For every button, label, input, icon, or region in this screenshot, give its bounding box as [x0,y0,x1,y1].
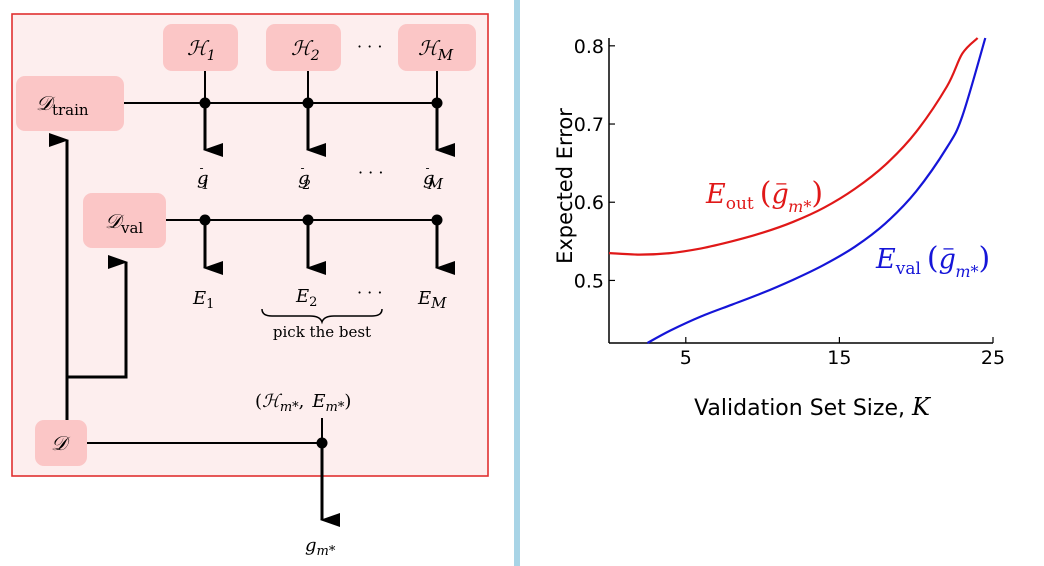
e2-label: E2 [295,286,317,310]
junction-dot [302,214,314,226]
x-tick-label: 25 [981,347,1005,369]
y-tick-label: 0.7 [574,114,604,136]
h2-box [266,24,341,71]
diagram-labels: ℋ1 ℋ2 ℋM · · · 𝒟train 𝒟val 𝒟 g-1 g-2 g-M… [36,36,454,559]
h1-label: ℋ1 [187,36,216,64]
y-tick-label: 0.8 [574,36,604,58]
chart-ticks: 5 15 25 0.5 0.6 0.7 0.8 [574,36,1005,369]
arrow-shafts [49,103,455,527]
validation-diagram: ℋ1 ℋ2 ℋM · · · 𝒟train 𝒟val 𝒟 g-1 g-2 g-M… [11,13,489,559]
gm-label: g-M [423,161,444,193]
d-to-val-arrow [67,255,128,379]
junction-dot [431,97,443,109]
d-val-box [83,193,166,248]
series-line-eout [608,37,979,256]
x-tick-label: 5 [680,347,692,369]
g2-label: g-2 [298,161,311,193]
g-ellipsis: · · · [358,163,383,182]
chart-series [608,37,987,344]
final-output-label: gm* [305,535,336,559]
hm-box [398,24,476,71]
series-label-eout: Eout(g−m*) [705,174,823,216]
pick-best-brace [261,308,383,325]
y-tick-label: 0.6 [574,192,604,214]
e-ellipsis: · · · [357,283,382,302]
junction-dot [316,437,328,449]
d-train-box [16,76,124,131]
chart-axes [608,38,993,344]
junction-dot [302,97,314,109]
y-tick-label: 0.5 [574,270,604,292]
em-label: EM [417,288,447,312]
x-tick-label: 15 [827,347,851,369]
e1-label: E1 [192,288,214,312]
junction-dots [199,97,443,449]
x-axis-label: Validation Set Size, K [694,393,932,421]
panel-divider [514,0,520,566]
g1-label: g-1 [197,161,210,193]
series-line-eval [646,37,987,344]
junction-dot [199,214,211,226]
h2-label: ℋ2 [291,36,320,64]
selected-pair-label: (ℋm*,Em*) [255,391,351,415]
h-ellipsis: · · · [357,37,382,56]
d-train-label: 𝒟train [36,91,89,119]
y-axis-label: Expected Error [553,108,577,264]
h1-box [163,24,238,71]
junction-dot [431,214,443,226]
series-label-eval: Eval(g−m*) [875,239,990,281]
hm-label: ℋM [418,36,454,64]
d-val-label: 𝒟val [105,209,143,237]
junction-dot [199,97,211,109]
pick-best-label: pick the best [273,323,371,341]
d-box [35,420,87,466]
d-label: 𝒟 [51,431,71,455]
error-vs-k-chart: 5 15 25 0.5 0.6 0.7 0.8 Expected Error Validat… [553,36,1005,421]
